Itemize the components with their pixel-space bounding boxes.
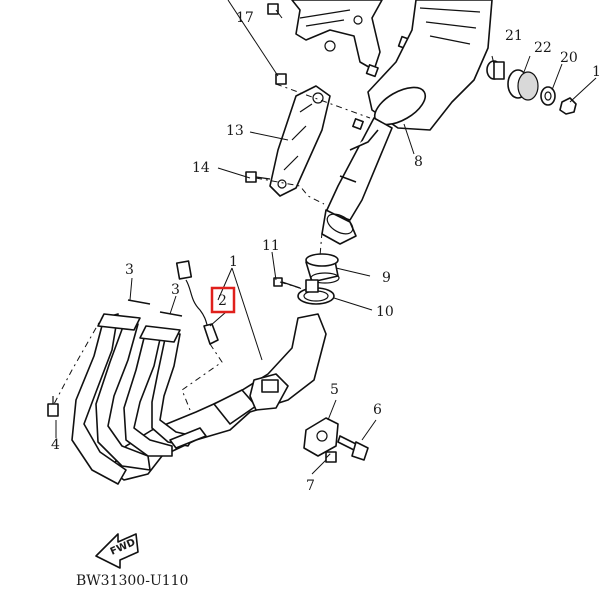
callout-22: 22 — [534, 40, 552, 56]
damper-collar-part-21 — [486, 60, 505, 80]
callout-4: 4 — [51, 437, 60, 453]
callout-7: 7 — [306, 478, 315, 494]
muffler-bracket-plate — [269, 85, 331, 197]
gasket-part-9 — [305, 253, 340, 284]
o2-sensor-part-2 — [175, 260, 219, 345]
callout-14: 14 — [192, 160, 210, 176]
bolt-part-14 — [245, 171, 271, 183]
damper-rubber-part-22 — [507, 69, 539, 101]
callout-3b: 3 — [171, 282, 180, 298]
callout-5: 5 — [330, 382, 339, 398]
callout-21: 21 — [505, 28, 523, 44]
muffler — [321, 0, 493, 245]
callout-2[interactable]: 2 — [218, 293, 227, 309]
callout-13: 13 — [226, 123, 244, 139]
exhaust-header-pipe — [71, 313, 327, 485]
callout-20: 20 — [560, 50, 578, 66]
forward-arrow-icon: FWD — [95, 533, 139, 569]
callout-17: 17 — [236, 10, 254, 26]
nut-part-15 — [559, 97, 577, 115]
muffler-mount-bracket — [291, 0, 413, 78]
callout-15: 15 — [592, 64, 600, 80]
clamp-part-10 — [297, 279, 335, 305]
washer-part-20 — [540, 86, 556, 106]
callout-6: 6 — [373, 402, 382, 418]
stud-part-4 — [47, 396, 59, 417]
nut-part-7 — [325, 451, 337, 463]
callout-10: 10 — [376, 304, 394, 320]
leader-lines — [55, 0, 597, 475]
callout-8: 8 — [414, 154, 423, 170]
callout-labels: 17 21 22 20 15 13 14 8 11 1 9 10 3 3 4 5… — [51, 10, 600, 494]
callout-1: 1 — [229, 254, 238, 270]
callout-11: 11 — [262, 238, 280, 254]
callout-3a: 3 — [125, 262, 134, 278]
gasket-part-3 — [127, 299, 183, 317]
mount-bracket-part-5 — [303, 417, 339, 457]
callout-9: 9 — [382, 270, 391, 286]
bolt-part-17 — [267, 3, 287, 85]
figure-code: BW31300-U110 — [76, 573, 188, 589]
highlight-box — [210, 286, 236, 314]
bolt-part-6 — [337, 435, 369, 461]
assembly-centerlines — [53, 83, 371, 459]
